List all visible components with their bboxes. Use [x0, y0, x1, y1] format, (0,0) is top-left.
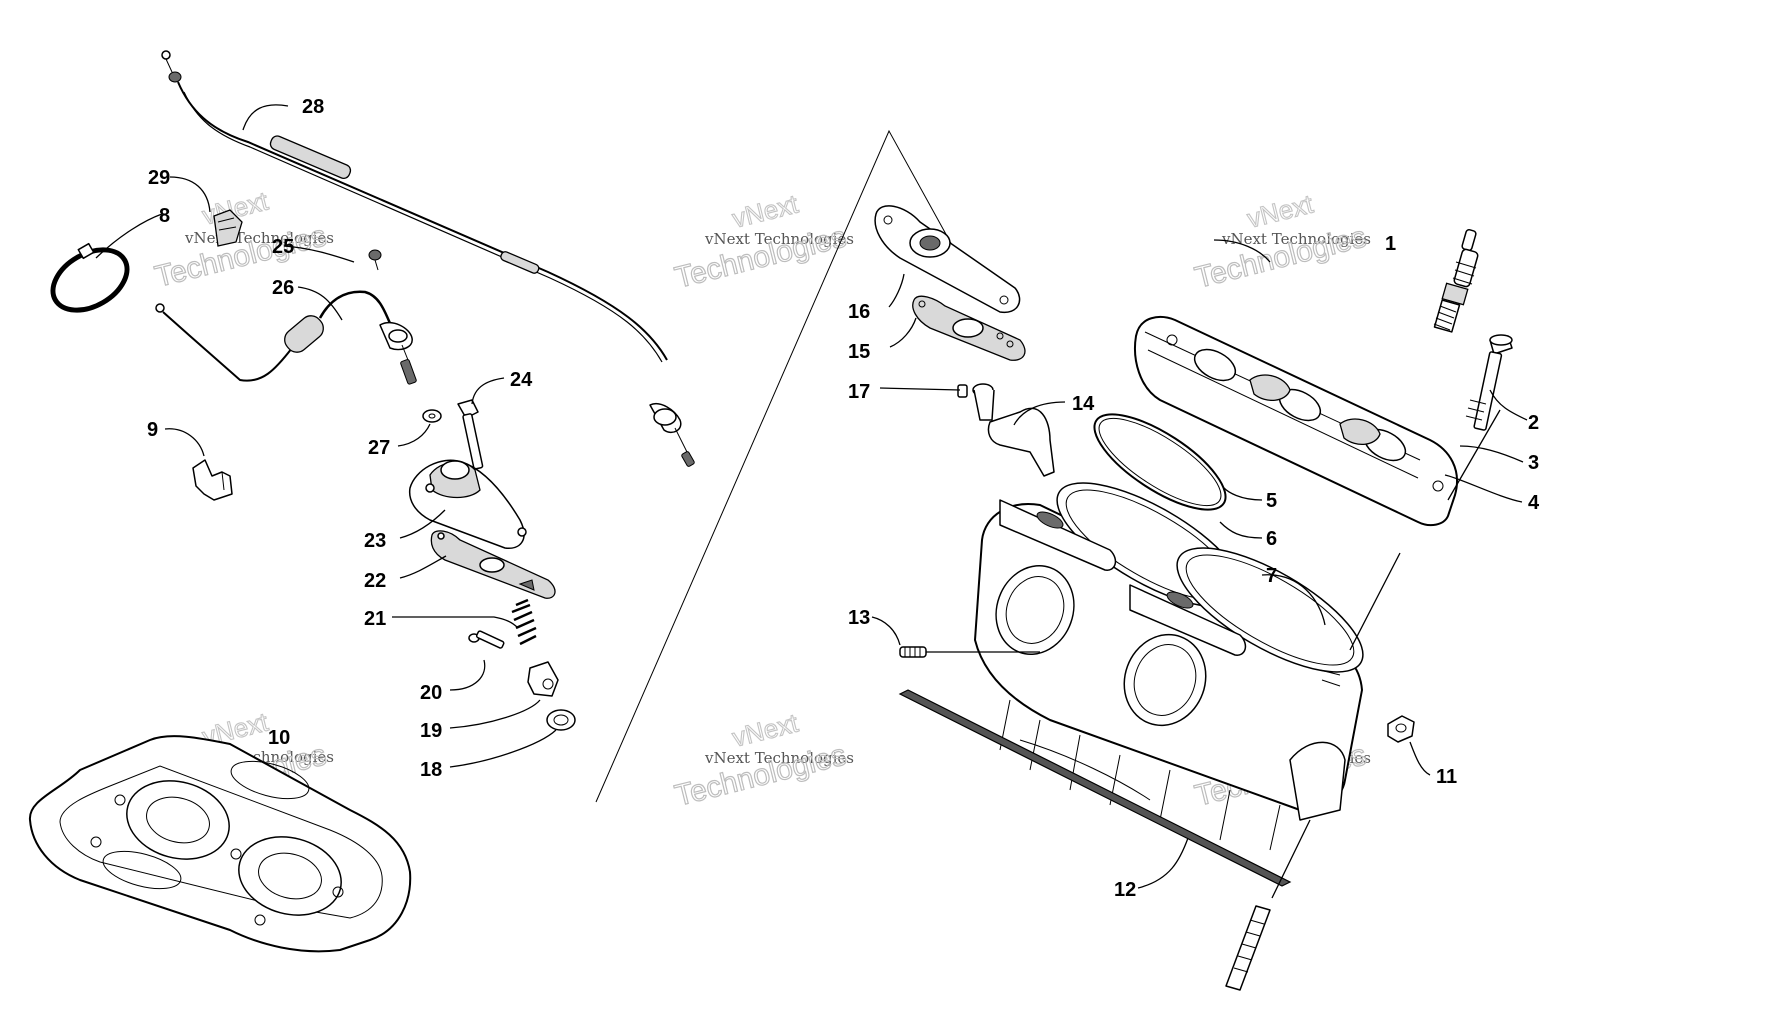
part-17-pin — [957, 384, 968, 398]
callout-13: 13 — [848, 607, 870, 629]
part-2-bolt — [1465, 334, 1513, 431]
part-22-gasket — [430, 530, 556, 599]
leader-lines — [95, 104, 1528, 899]
part-26-choke-cable — [155, 290, 417, 385]
part-stud-bottom — [1225, 905, 1271, 991]
callout-1: 1 — [1385, 233, 1396, 255]
callout-27: 27 — [368, 437, 390, 459]
part-7-cylinder-block — [974, 482, 1364, 851]
part-15-gasket — [912, 295, 1026, 361]
part-20-screw — [468, 630, 505, 649]
callout-16: 16 — [848, 301, 870, 323]
part-21-spring — [511, 598, 537, 646]
section-divider-lines — [595, 129, 959, 803]
part-18-seal — [546, 709, 576, 731]
part-8-hose-clamp — [50, 242, 130, 313]
part-24-bolt — [457, 399, 484, 470]
part-16-flange — [874, 205, 1021, 314]
watermark-center-top: vNext vNext Technologies Technologies — [671, 188, 854, 295]
watermark-left-top: vNext vNext Technologies Technologies — [151, 185, 334, 294]
callout-29: 29 — [148, 167, 170, 189]
callout-11: 11 — [1436, 766, 1457, 788]
callout-12: 12 — [1114, 879, 1136, 901]
watermark-right-top: vNext vNext Technologies Technologies — [1191, 188, 1371, 295]
svg-text:vNext Technologies: vNext Technologies — [704, 230, 854, 248]
callout-20: 20 — [420, 682, 442, 704]
callout-25: 25 — [272, 236, 294, 258]
callout-3: 3 — [1528, 452, 1539, 474]
callout-5: 5 — [1266, 490, 1277, 512]
svg-text:vNext Technologies: vNext Technologies — [704, 749, 854, 767]
callout-10: 10 — [268, 727, 290, 749]
callout-2: 2 — [1528, 412, 1539, 434]
part-25-screw — [368, 249, 382, 271]
part-14-valve — [972, 383, 1055, 477]
callout-17: 17 — [848, 381, 870, 403]
part-19-fitting — [527, 661, 559, 697]
part-1-spark-plug — [1433, 228, 1479, 333]
part-29-clip — [213, 209, 243, 247]
svg-text:vNext Technologies: vNext Technologies — [1221, 230, 1371, 248]
svg-text:vNext: vNext — [729, 188, 801, 233]
callout-22: 22 — [364, 570, 386, 592]
part-13-stud — [899, 646, 927, 658]
part-9-bracket — [192, 459, 233, 501]
part-5-o-ring — [1093, 413, 1227, 511]
svg-text:vNext: vNext — [729, 707, 801, 752]
part-23-cover — [408, 459, 527, 549]
callout-6: 6 — [1266, 528, 1277, 550]
part-4-head-cover — [1134, 316, 1458, 527]
callout-4: 4 — [1528, 492, 1540, 514]
callout-8: 8 — [159, 205, 170, 227]
callout-19: 19 — [420, 720, 442, 742]
callout-24: 24 — [510, 369, 533, 391]
callout-7: 7 — [1266, 565, 1277, 587]
callout-14: 14 — [1072, 393, 1095, 415]
callout-9: 9 — [147, 419, 158, 441]
part-27-washer — [422, 409, 442, 423]
svg-text:vNext: vNext — [1244, 188, 1316, 233]
callout-15: 15 — [848, 341, 870, 363]
callout-18: 18 — [420, 759, 442, 781]
callout-23: 23 — [364, 530, 386, 552]
part-12-base-gasket — [898, 689, 1292, 887]
part-28-cable — [161, 50, 695, 467]
callout-26: 26 — [272, 277, 294, 299]
part-10-gasket-kit — [28, 735, 412, 953]
callout-28: 28 — [302, 96, 324, 118]
watermark-center-bottom: vNext vNext Technologies Technologies — [671, 707, 854, 813]
callout-labels: 1 2 3 4 5 6 7 8 9 10 11 12 13 14 15 16 1… — [147, 96, 1540, 901]
callout-21: 21 — [364, 608, 386, 630]
part-11-nut — [1387, 715, 1415, 743]
